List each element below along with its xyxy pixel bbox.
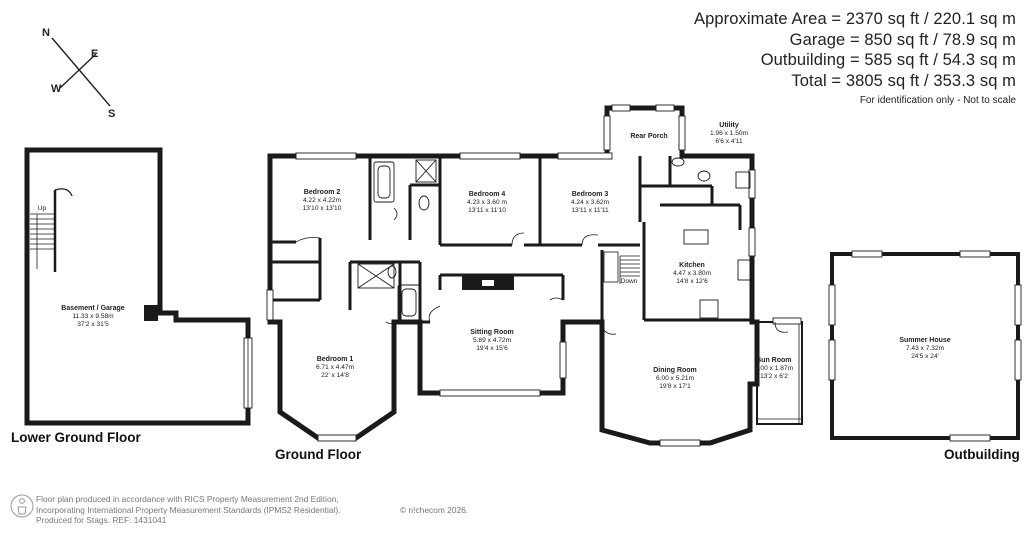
room-bedroom4-name: Bedroom 4 [469, 191, 506, 198]
room-bedroom1-metric: 6.71 x 4.47m [316, 364, 355, 371]
area-approximate: Approximate Area = 2370 sq ft / 220.1 sq… [693, 10, 1016, 28]
room-bedroom2-metric: 4.22 x 4.22m [303, 197, 342, 204]
outbuilding-plan [828, 250, 1022, 442]
room-dining-imperial: 19'8 x 17'1 [659, 383, 691, 390]
room-bedroom2-name: Bedroom 2 [304, 189, 341, 196]
room-summer-name: Summer House [899, 337, 950, 344]
room-bedroom4-metric: 4.23 x 3.60 m [467, 199, 507, 206]
footer-line-2: Incorporating International Property Mea… [36, 504, 341, 515]
room-sitting-imperial: 19'4 x 15'6 [476, 345, 508, 352]
compass-icon: N E S W [42, 27, 115, 120]
room-sitting-name: Sitting Room [470, 329, 514, 336]
room-dining-name: Dining Room [653, 367, 697, 374]
compass-e: E [91, 48, 98, 60]
room-bedroom3-name: Bedroom 3 [572, 191, 609, 198]
room-bedroom2-imperial: 13'10 x 13'10 [303, 205, 342, 212]
floor-label-ground: Ground Floor [275, 447, 362, 462]
footer-copyright: © n!checom 2026. [400, 505, 469, 515]
room-bedroom3-metric: 4.24 x 3.62m [571, 199, 610, 206]
footer-line-3: Produced for Stags. REF: 1431041 [36, 515, 167, 526]
room-bedroom4-imperial: 13'11 x 11'10 [468, 207, 506, 214]
room-sun-name: Sun Room [757, 357, 792, 364]
area-total: Total = 3805 sq ft / 353.3 sq m [791, 71, 1016, 90]
room-kitchen-name: Kitchen [679, 262, 705, 269]
area-summary: Approximate Area = 2370 sq ft / 220.1 sq… [694, 9, 1016, 108]
room-summer-metric: 7.43 x 7.32m [906, 345, 945, 352]
compass-w: W [51, 83, 62, 95]
footer-text: Floor plan produced in accordance with R… [36, 494, 340, 526]
room-kitchen-metric: 4.47 x 3.80m [673, 270, 712, 277]
floor-label-outbuilding: Outbuilding [944, 447, 1020, 462]
room-rear-porch-name: Rear Porch [630, 133, 667, 140]
floor-label-lower-ground: Lower Ground Floor [11, 430, 141, 445]
room-bedroom1-name: Bedroom 1 [317, 356, 354, 363]
room-summer-imperial: 24'5 x 24' [911, 353, 939, 360]
room-sitting-metric: 5.89 x 4.72m [473, 337, 512, 344]
room-utility-imperial: 6'6 x 4'11 [715, 138, 743, 145]
room-bedroom3-imperial: 13'11 x 11'11 [571, 207, 609, 214]
area-garage: Garage = 850 sq ft / 78.9 sq m [789, 30, 1016, 49]
stair-up-label: Up [38, 205, 47, 212]
room-kitchen-imperial: 14'8 x 12'6 [676, 278, 708, 285]
room-utility-name: Utility [719, 122, 739, 129]
person-logo-icon [10, 494, 34, 518]
room-basement-metric: 11.33 x 9.58m [72, 313, 114, 320]
compass-n: N [42, 27, 50, 39]
room-sun-imperial: 13'2 x 6'2 [760, 373, 788, 380]
ground-floor-plan [266, 104, 803, 447]
stair-down-label: Down [621, 278, 638, 285]
room-dining-metric: 6.00 x 5.21m [656, 375, 695, 382]
identification-note: For identification only - Not to scale [859, 95, 1016, 106]
footer-line-1: Floor plan produced in accordance with R… [36, 494, 339, 504]
room-sun-metric: 4.00 x 1.87m [755, 365, 794, 372]
room-utility-metric: 1.96 x 1.50m [710, 130, 749, 137]
compass-s: S [108, 108, 115, 120]
room-bedroom1-imperial: 22' x 14'8 [321, 372, 349, 379]
lower-ground-floor-plan [24, 147, 253, 426]
area-outbuilding: Outbuilding = 585 sq ft / 54.3 sq m [760, 51, 1016, 69]
room-basement-name: Basement / Garage [61, 305, 125, 312]
room-basement-imperial: 37'2 x 31'5 [77, 321, 109, 328]
